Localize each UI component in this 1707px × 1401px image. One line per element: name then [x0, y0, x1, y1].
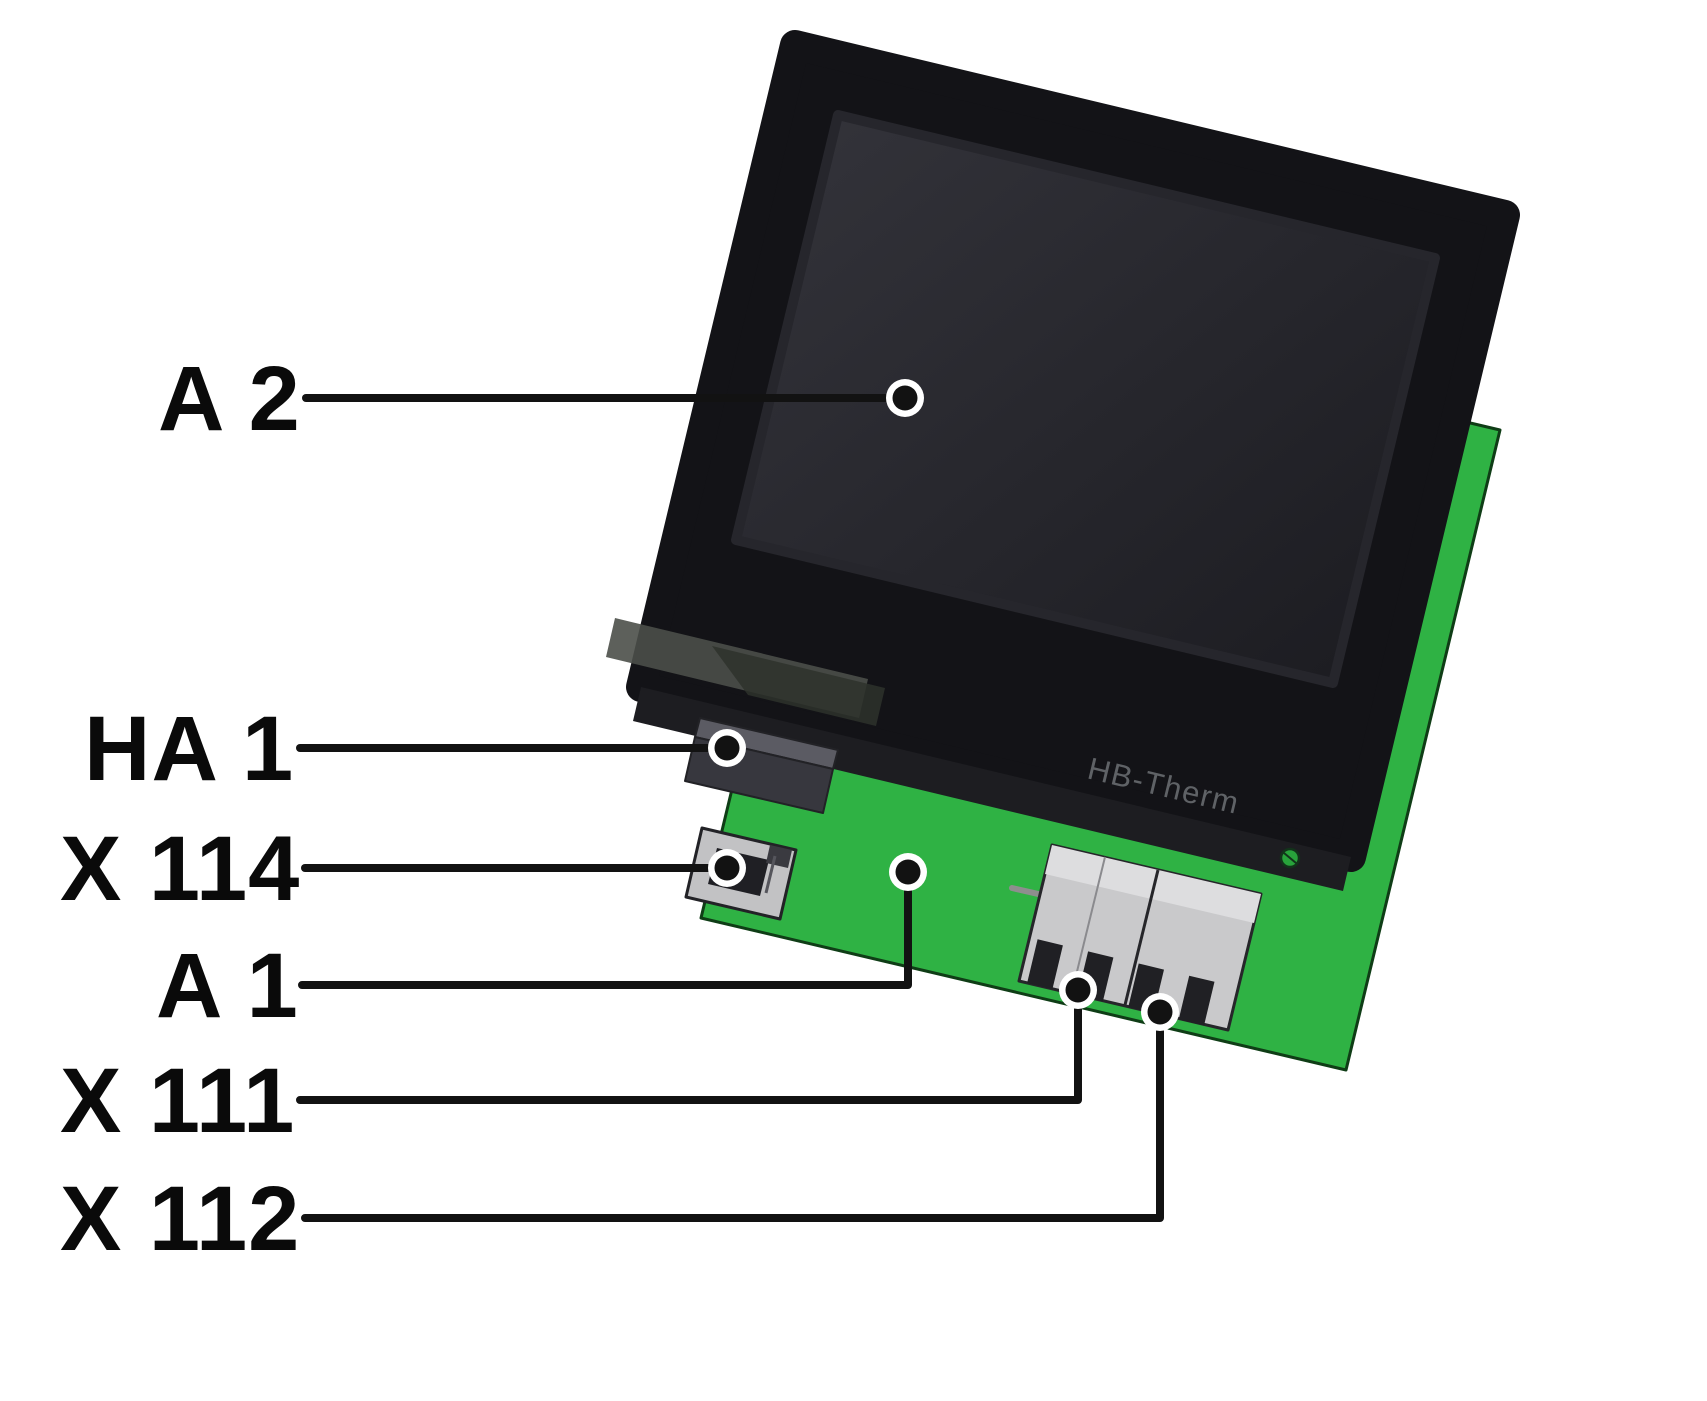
- callout-dot-x111: [1059, 971, 1097, 1009]
- callout-label-a1: A 1: [156, 935, 299, 1037]
- panel-bottom-edge: [633, 687, 1351, 891]
- leader-line-x111: [296, 986, 1082, 1104]
- callout-label-a2: A 2: [158, 348, 301, 450]
- slot-4: [1178, 975, 1215, 1026]
- callout-label-x111: X 111: [60, 1050, 296, 1152]
- bezel-reflection-dark: [712, 646, 885, 726]
- callout-label-x114: X 114: [60, 818, 301, 920]
- callout-dot-x112: [1141, 993, 1179, 1031]
- callout-dot-ha1: [708, 729, 746, 767]
- leader-line-x112: [301, 1008, 1164, 1222]
- callout-dot-a1: [889, 853, 927, 891]
- screw-right-icon: [1279, 847, 1301, 869]
- callout-dot-x114: [708, 849, 746, 887]
- callout-dot-a2: [886, 379, 924, 417]
- callout-label-x112: X 112: [60, 1168, 301, 1270]
- slot-1: [1027, 939, 1063, 990]
- callout-label-ha1: HA 1: [84, 698, 295, 800]
- leader-line-a1: [298, 868, 912, 989]
